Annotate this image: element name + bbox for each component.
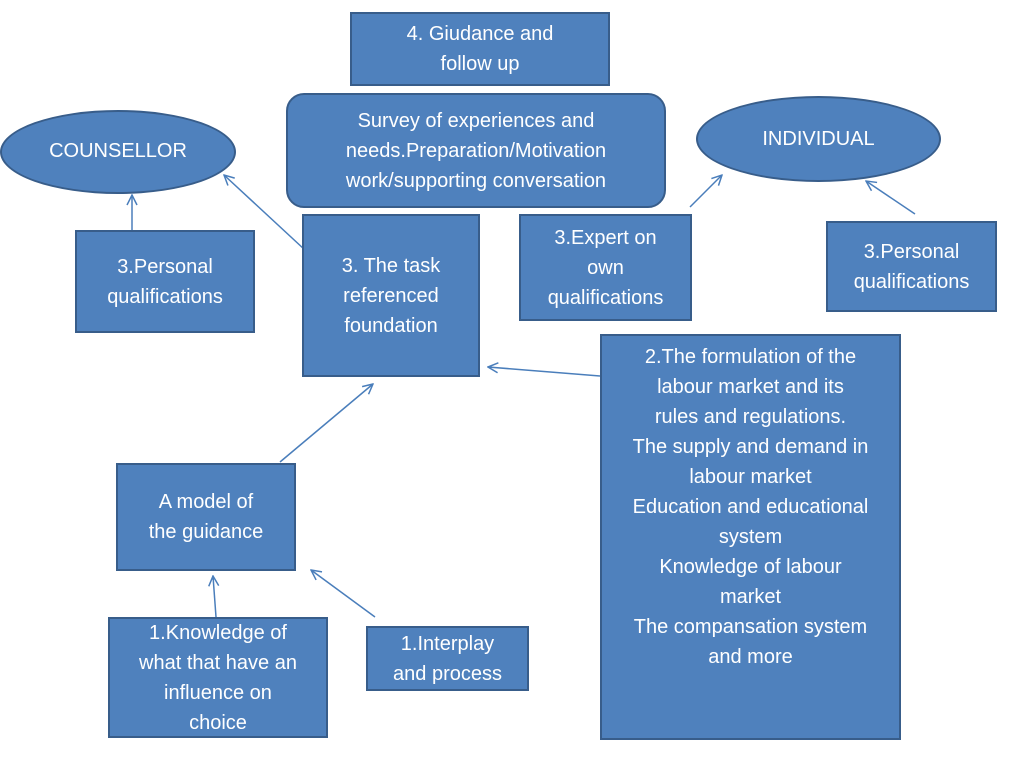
arrow-interplay-to-model — [311, 570, 376, 618]
arrow-expert-to-individual — [689, 175, 722, 208]
expert-qualifications-box: 3.Expert on own qualifications — [519, 214, 692, 321]
counsellor-ellipse: COUNSELLOR — [0, 110, 236, 194]
arrow-model-to-task — [279, 384, 373, 463]
personal-qualifications-left-box: 3.Personal qualifications — [75, 230, 255, 333]
personal-qualifications-right-box: 3.Personal qualifications — [826, 221, 997, 312]
arrow-knowledge-to-model — [213, 576, 216, 618]
arrow-task-to-counsellor — [224, 175, 306, 251]
interplay-process-box: 1.Interplay and process — [366, 626, 529, 691]
labour-market-box: 2.The formulation of the labour market a… — [600, 334, 901, 740]
individual-ellipse: INDIVIDUAL — [696, 96, 941, 182]
guidance-model-box: A model of the guidance — [116, 463, 296, 571]
arrow-personal-to-individual — [866, 181, 916, 215]
survey-box: Survey of experiences and needs.Preparat… — [286, 93, 666, 208]
guidance-followup-box: 4. Giudance and follow up — [350, 12, 610, 86]
arrow-labour-to-task — [488, 367, 601, 377]
task-foundation-box: 3. The task referenced foundation — [302, 214, 480, 377]
knowledge-choice-box: 1.Knowledge of what that have an influen… — [108, 617, 328, 738]
